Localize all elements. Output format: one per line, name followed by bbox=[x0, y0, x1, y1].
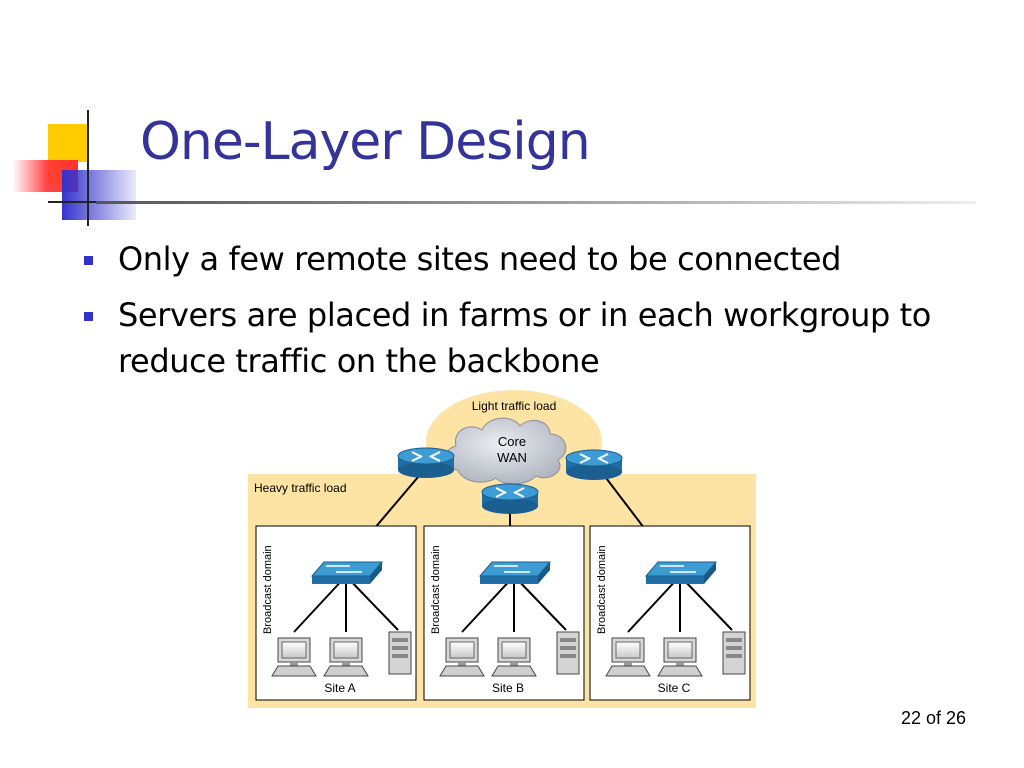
bullet-item: Servers are placed in farms or in each w… bbox=[76, 292, 976, 384]
bullet-item: Only a few remote sites need to be conne… bbox=[76, 236, 976, 282]
slide-title: One-Layer Design bbox=[140, 112, 591, 172]
switch-icon bbox=[310, 561, 384, 584]
server-icon bbox=[388, 631, 412, 675]
workstation-icon bbox=[605, 637, 651, 677]
server-icon bbox=[722, 631, 746, 675]
network-diagram: Heavy traffic load Light traffic load Co… bbox=[248, 390, 756, 708]
workstation-icon bbox=[439, 637, 485, 677]
broadcast-domain-label: Broadcast domain bbox=[596, 545, 608, 634]
workstation-icon bbox=[323, 637, 369, 677]
workstation-icon bbox=[657, 637, 703, 677]
heavy-traffic-label: Heavy traffic load bbox=[254, 481, 347, 495]
bullet-list: Only a few remote sites need to be conne… bbox=[76, 236, 976, 394]
workstation-icon bbox=[491, 637, 537, 677]
site-label: Site C bbox=[658, 681, 691, 695]
router-center-icon bbox=[481, 483, 539, 514]
bullet-text: Only a few remote sites need to be conne… bbox=[118, 240, 842, 278]
bullet-square-icon bbox=[84, 256, 93, 265]
broadcast-domain-label: Broadcast domain bbox=[430, 545, 442, 634]
site-label: Site A bbox=[324, 681, 355, 695]
broadcast-domain-label: Broadcast domain bbox=[262, 545, 274, 634]
light-traffic-label: Light traffic load bbox=[472, 399, 557, 413]
switch-icon bbox=[478, 561, 552, 584]
workstation-icon bbox=[271, 637, 317, 677]
router-left-icon bbox=[397, 447, 455, 478]
site-label: Site B bbox=[492, 681, 524, 695]
bullet-square-icon bbox=[84, 312, 93, 321]
core-wan-cloud: Core WAN bbox=[444, 417, 567, 485]
title-underline bbox=[96, 201, 976, 204]
page-number: 22 of 26 bbox=[900, 708, 966, 728]
core-label-line1: Core bbox=[498, 434, 526, 449]
title-decoration bbox=[14, 110, 976, 226]
server-icon bbox=[556, 631, 580, 675]
deco-blue-square bbox=[62, 170, 136, 220]
router-right-icon bbox=[565, 449, 623, 480]
bullet-text: Servers are placed in farms or in each w… bbox=[118, 296, 931, 380]
switch-icon bbox=[644, 561, 718, 584]
core-label-line2: WAN bbox=[497, 450, 527, 465]
